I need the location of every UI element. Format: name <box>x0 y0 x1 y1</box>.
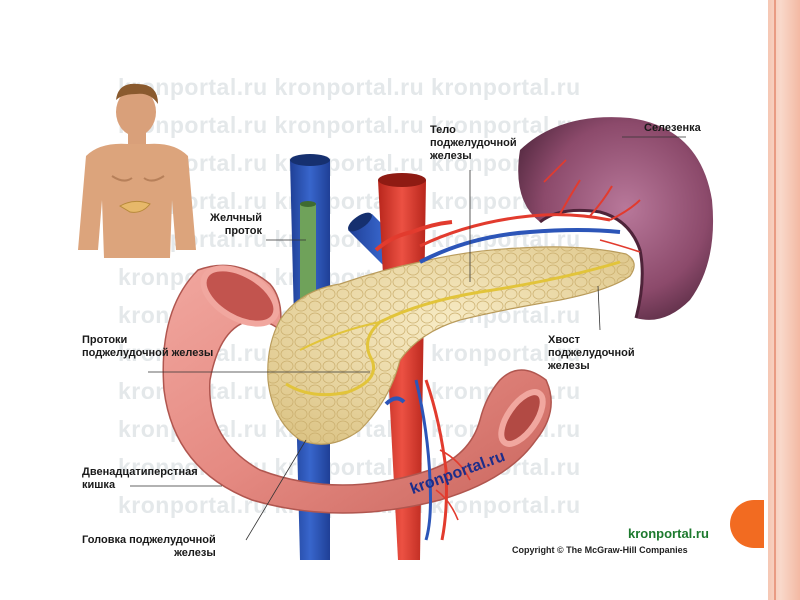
pancreatic-duct <box>285 260 621 397</box>
label-spleen: Селезенка <box>644 122 701 134</box>
label-bile-duct: Желчный проток <box>210 212 262 237</box>
copyright-text: Copyright © The McGraw-Hill Companies <box>512 545 688 555</box>
label-pancreatic-ducts: Протоки поджелудочной железы <box>82 334 214 359</box>
label-pancreas-head: Головка поджелудочной железы <box>82 534 216 559</box>
leader-lines <box>130 136 686 541</box>
mesenteric-artery <box>424 379 448 541</box>
watermark-text: kronportal.ru kronportal.ru kronportal.r… <box>118 150 581 176</box>
human-figure-inset <box>78 83 196 258</box>
splenic-vein <box>419 228 621 264</box>
slide-border-line <box>774 0 776 600</box>
label-duodenum: Двенадцатиперстная кишка <box>82 466 198 491</box>
mesenteric-vein <box>414 379 432 541</box>
slide-right-border <box>768 0 800 600</box>
watermark-text: kronportal.ru kronportal.ru kronportal.r… <box>118 188 581 214</box>
label-pancreas-tail: Хвост поджелудочной железы <box>548 334 635 372</box>
brand-text: kronportal.ru <box>628 526 709 541</box>
watermark-text: kronportal.ru kronportal.ru kronportal.r… <box>118 74 581 100</box>
label-pancreas-body: Тело поджелудочной железы <box>430 124 517 162</box>
spleen <box>518 117 714 320</box>
splenic-artery <box>419 213 611 248</box>
watermark-text: kronportal.ru kronportal.ru kronportal.r… <box>118 112 581 138</box>
slide-accent-tab <box>730 500 764 548</box>
